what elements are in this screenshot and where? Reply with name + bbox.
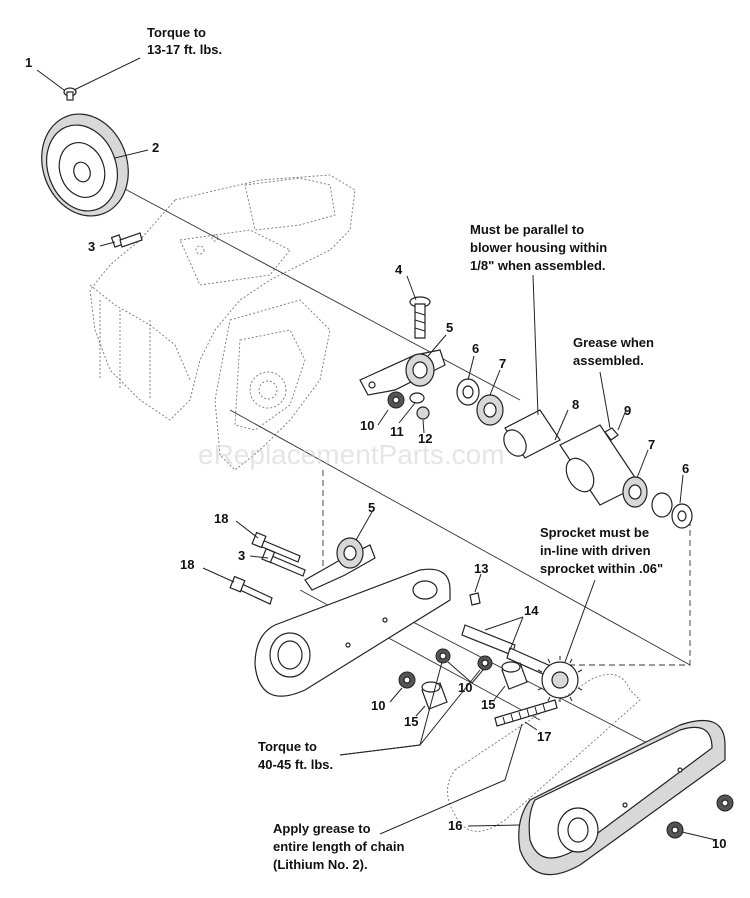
part-18-bolt-upper: [251, 531, 301, 563]
part-13-key: [469, 592, 481, 606]
callout-17: 17: [537, 729, 551, 744]
svg-text:Apply grease to: Apply grease to: [273, 821, 371, 836]
assembly-axis-lines: [79, 164, 691, 761]
part-10-nut-left: [398, 671, 416, 689]
callout-10: 10: [360, 418, 374, 433]
callout-11: 11: [390, 424, 404, 439]
callout-7b: 7: [648, 437, 655, 452]
note-grease-assembled: Grease when assembled.: [573, 335, 654, 368]
note-parallel: Must be parallel to blower housing withi…: [470, 222, 607, 273]
part-7-bushing-upper: [476, 394, 504, 426]
svg-text:blower housing within: blower housing within: [470, 240, 607, 255]
svg-text:1/8" when assembled.: 1/8" when assembled.: [470, 258, 606, 273]
callout-3: 3: [88, 239, 95, 254]
callout-12: 12: [418, 431, 432, 446]
part-6-washer-lower: [651, 492, 693, 529]
callout-1: 1: [25, 55, 32, 70]
blower-housing-frame: [89, 174, 356, 471]
sprocket: [537, 656, 583, 702]
part-10-nut-bottom-a: [666, 821, 684, 839]
svg-text:in-line with driven: in-line with driven: [540, 543, 651, 558]
callout-6b: 6: [682, 461, 689, 476]
svg-text:(Lithium No. 2).: (Lithium No. 2).: [273, 857, 368, 872]
callout-7: 7: [499, 356, 506, 371]
callout-18: 18: [214, 511, 228, 526]
callout-14: 14: [524, 603, 539, 618]
part-1-bolt: [63, 87, 77, 101]
part-11-washer: [409, 392, 425, 404]
callout-10e: 10: [712, 836, 726, 851]
svg-text:Must be parallel to: Must be parallel to: [470, 222, 584, 237]
callout-15b: 15: [481, 697, 495, 712]
svg-text:13-17 ft. lbs.: 13-17 ft. lbs.: [147, 42, 222, 57]
part-16-chain-case-cover: [518, 719, 726, 876]
callout-13: 13: [474, 561, 488, 576]
callout-8: 8: [572, 397, 579, 412]
callout-16: 16: [448, 818, 462, 833]
svg-text:sprocket within .06": sprocket within .06": [540, 561, 663, 576]
callout-5b: 5: [368, 500, 375, 515]
callout-5: 5: [446, 320, 453, 335]
callout-9: 9: [624, 403, 631, 418]
note-apply-grease: Apply grease to entire length of chain (…: [273, 821, 405, 872]
note-torque-bottom: Torque to 40-45 ft. lbs.: [258, 739, 333, 772]
callout-10d: 10: [458, 680, 472, 695]
svg-text:40-45 ft. lbs.: 40-45 ft. lbs.: [258, 757, 333, 772]
part-7-bushing-lower: [622, 476, 648, 508]
chain-case-inner-plate: [254, 568, 451, 697]
part-4-carriage-bolt: [409, 296, 431, 339]
callout-4: 4: [395, 262, 403, 277]
part-10-nut-center-b: [477, 655, 493, 671]
watermark: eReplacementParts.com: [198, 439, 505, 470]
part-15-spacer-left: [421, 681, 448, 710]
part-3-bolt-upper: [110, 232, 143, 248]
svg-text:Torque to: Torque to: [258, 739, 317, 754]
svg-text:Grease when: Grease when: [573, 335, 654, 350]
part-10-nut-upper: [387, 391, 405, 409]
note-torque-top: Torque to 13-17 ft. lbs.: [147, 25, 222, 57]
part-2-pulley: [41, 113, 129, 217]
part-18-bolt-lower: [229, 575, 273, 605]
part-5-flange-lower: [304, 537, 376, 591]
callout-numbers: 1 2 3 4 5 6 7 8 9 7 6 10 11 12 18 3 5 18…: [25, 55, 726, 851]
callout-15: 15: [404, 714, 418, 729]
callout-2: 2: [152, 140, 159, 155]
part-3-bolt-lower: [261, 548, 306, 577]
callout-3b: 3: [238, 548, 245, 563]
part-12-nut: [416, 406, 430, 420]
part-10-nut-bottom-b: [716, 794, 734, 812]
svg-text:entire length of chain: entire length of chain: [273, 839, 405, 854]
leader-lines: [36, 57, 717, 841]
chain-cover-outline: [447, 673, 641, 832]
part-10-nut-center-a: [435, 648, 451, 664]
part-15-spacer-right: [501, 661, 528, 690]
part-6-washer-upper: [456, 378, 480, 406]
callout-10c: 10: [371, 698, 385, 713]
part-9-grease-fitting: [604, 427, 619, 441]
part-5-flange-upper: [359, 349, 446, 396]
callout-18b: 18: [180, 557, 194, 572]
svg-text:assembled.: assembled.: [573, 353, 644, 368]
svg-text:Sprocket must be: Sprocket must be: [540, 525, 649, 540]
part-17-chain: [494, 699, 558, 727]
svg-text:Torque to: Torque to: [147, 25, 206, 40]
note-sprocket: Sprocket must be in-line with driven spr…: [540, 525, 663, 576]
callout-6: 6: [472, 341, 479, 356]
part-8-shaft: [503, 409, 641, 506]
